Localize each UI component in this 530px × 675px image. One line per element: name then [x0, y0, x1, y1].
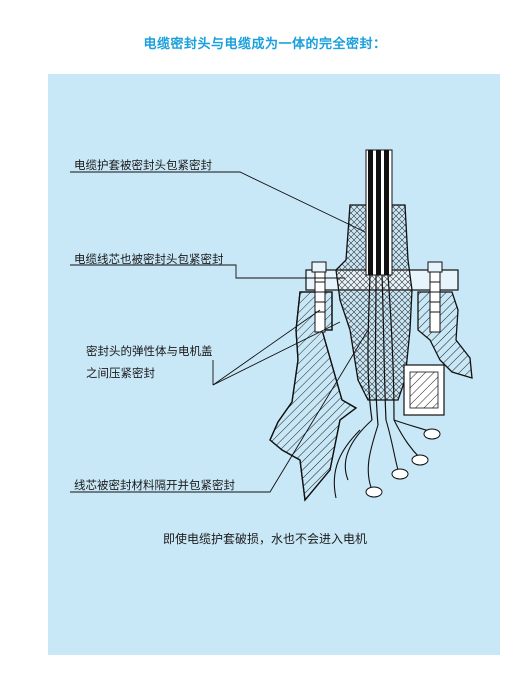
label-isolation-sealed: 线芯被密封材料隔开并包紧密封: [74, 478, 235, 492]
bolt-left: [314, 271, 326, 333]
page-title: 电缆密封头与电缆成为一体的完全密封：: [143, 37, 387, 52]
cable-cores: [367, 274, 395, 426]
leader-lines: [70, 171, 369, 493]
label-core-sealed: 电缆线芯也被密封头包紧密封: [74, 252, 224, 266]
caption: 即使电缆护套破损，水也不会进入电机: [162, 532, 367, 546]
motor-housing-left: [269, 291, 358, 502]
label-elastomer-line2: 之间压紧密封: [86, 366, 155, 380]
label-elastomer-line1: 密封头的弹性体与电机盖: [86, 344, 213, 358]
cable: [365, 149, 393, 276]
label-jacket-sealed: 电缆护套被密封头包紧密封: [74, 158, 212, 172]
wire-terminals: [365, 428, 441, 498]
bolt-right: [429, 271, 441, 333]
terminal-block: [403, 364, 445, 416]
